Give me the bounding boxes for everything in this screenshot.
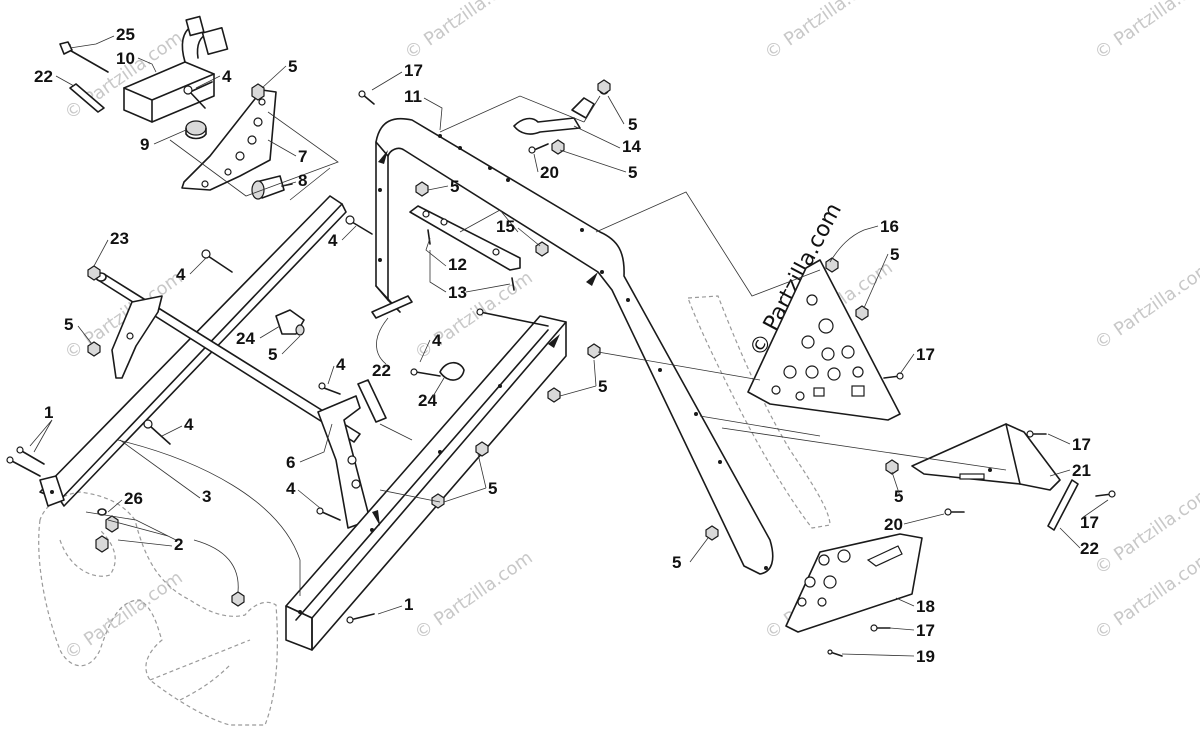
callout-6: 6 [286,453,295,472]
callout-5: 5 [628,163,637,182]
leader-lines [85,95,1007,596]
gusset-left [111,295,163,379]
callout-3: 3 [202,487,211,506]
callout-21: 21 [1072,461,1091,480]
callout-4: 4 [184,415,194,434]
watermark: © Partzilla.com [761,0,887,64]
plate-12 [409,205,521,271]
knob-9 [185,120,207,140]
plate-18 [785,533,923,633]
callout-12: 12 [448,255,467,274]
callout-17: 17 [404,61,423,80]
callout-5: 5 [890,245,899,264]
callout-5: 5 [488,479,497,498]
callout-4: 4 [286,479,296,498]
callout-13: 13 [448,283,467,302]
callout-22: 22 [34,67,53,86]
buzzer-8 [251,175,293,200]
parts-drawing [6,15,1116,726]
arrows [372,150,598,526]
callout-2: 2 [174,535,183,554]
callout-4: 4 [222,67,232,86]
callout-22: 22 [1080,539,1099,558]
callout-16: 16 [880,217,899,236]
fasteners [6,79,1116,657]
nut-5-top [251,83,265,101]
callout-4: 4 [432,331,442,350]
upright-11 [375,117,774,575]
rail-left [39,195,347,507]
callout-26: 26 [124,489,143,508]
watermark: © Partzilla.com [1091,0,1200,64]
callout-4: 4 [328,231,338,250]
bolt-4-top [183,85,206,109]
strap-22-lower [357,379,387,423]
callout-8: 8 [298,171,307,190]
callout-15: 15 [496,217,515,236]
cross-tube [95,272,361,443]
callout-4: 4 [336,355,346,374]
plate-16 [747,259,901,421]
callout-5: 5 [628,115,637,134]
callout-9: 9 [140,135,149,154]
watermark: © Partzilla.com [61,567,187,664]
ghost-frame-inner [59,529,251,701]
plate-7 [181,89,277,191]
callout-17: 17 [1072,435,1091,454]
callout-11: 11 [404,87,422,106]
callout-labels: 25 10 22 4 5 9 7 8 17 11 5 14 20 5 5 4 1… [34,25,1099,666]
watermark: © Partzilla.com [401,0,527,64]
callout-24: 24 [236,329,255,348]
callout-17: 17 [1080,513,1099,532]
watermark: © Partzilla.com [1091,257,1200,354]
callout-17: 17 [916,345,935,364]
bracket-21 [911,423,1061,491]
callout-7: 7 [298,147,307,166]
callout-leaders [29,35,1109,657]
callout-1: 1 [44,403,53,422]
bracket-14 [513,81,610,135]
callout-1: 1 [404,595,413,614]
clip-24-left [275,309,305,336]
rail-main [285,315,567,651]
callout-24: 24 [418,391,437,410]
callout-18: 18 [916,597,935,616]
callout-5: 5 [894,487,903,506]
gusset-6 [317,395,371,529]
callout-4: 4 [176,265,186,284]
callout-23: 23 [110,229,129,248]
callout-20: 20 [540,163,559,182]
watermark: © Partzilla.com [411,547,537,644]
strap-22-center [371,295,413,319]
bolt-25 [59,41,109,73]
callout-14: 14 [622,137,641,156]
callout-19: 19 [916,647,935,666]
callout-5: 5 [268,345,277,364]
module-10 [123,15,229,123]
callout-20: 20 [884,515,903,534]
assembly-box [169,111,339,197]
ghost-frame-outline [38,491,278,726]
strap-22-right [1047,479,1079,531]
callout-5: 5 [450,177,459,196]
clip-24-center [439,361,465,381]
callout-5: 5 [288,57,297,76]
callout-25: 25 [116,25,135,44]
callout-22: 22 [372,361,391,380]
callout-5: 5 [64,315,73,334]
callout-10: 10 [116,49,135,68]
strap-22-top [69,83,105,113]
callout-5: 5 [672,553,681,572]
callout-5: 5 [598,377,607,396]
callout-17: 17 [916,621,935,640]
